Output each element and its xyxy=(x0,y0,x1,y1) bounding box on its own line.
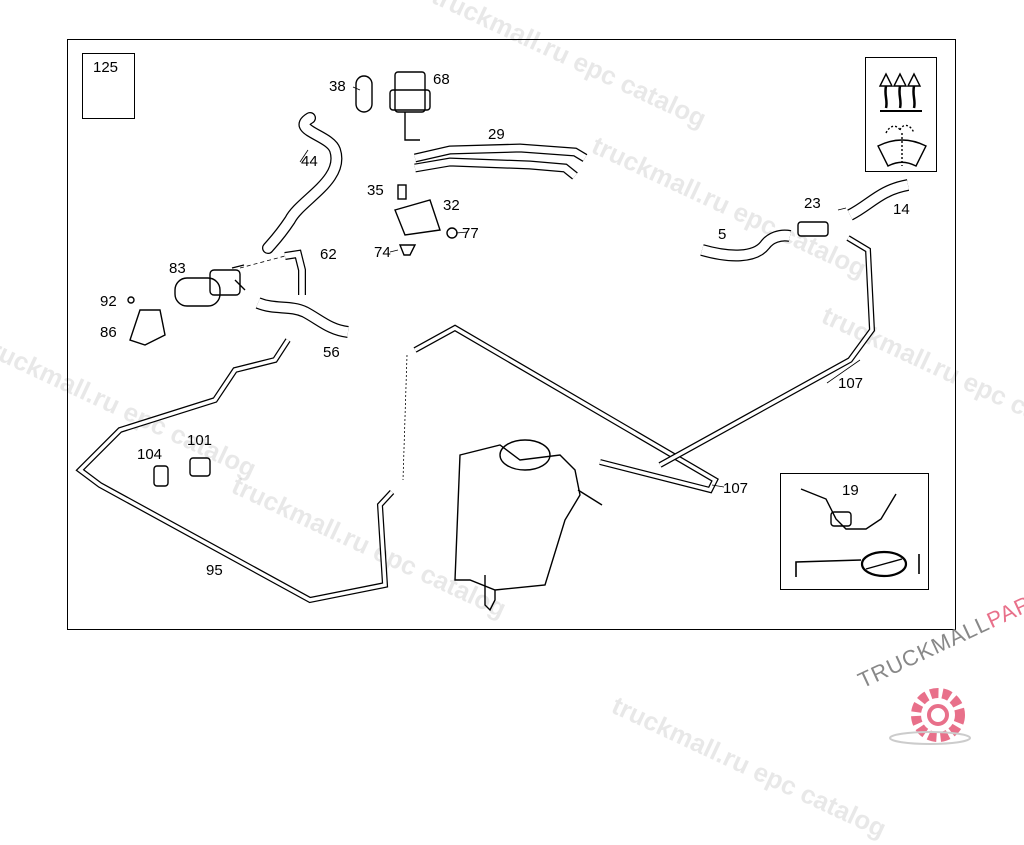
clip-104 xyxy=(153,465,169,487)
heater-defrost-icon xyxy=(878,72,922,112)
windshield-washer-icon xyxy=(877,124,927,167)
mount-86 xyxy=(129,309,166,346)
legend-box xyxy=(865,57,937,172)
part-label[interactable]: 44 xyxy=(301,153,318,170)
clamp-icon xyxy=(860,550,908,578)
part-label[interactable]: 56 xyxy=(323,344,340,361)
screw-92 xyxy=(127,296,135,304)
part-label[interactable]: 77 xyxy=(462,225,479,242)
bracket-38 xyxy=(355,75,373,113)
gear-logo-icon xyxy=(889,688,971,745)
part-label[interactable]: 19 xyxy=(842,482,859,499)
nut-77 xyxy=(446,227,458,239)
hose-107-b xyxy=(658,235,876,468)
part-label[interactable]: 104 xyxy=(137,446,163,463)
pump-83 xyxy=(174,264,246,307)
diagram-frame xyxy=(67,39,956,630)
inset-box-19 xyxy=(780,473,929,590)
part-label[interactable]: 107 xyxy=(723,480,749,497)
inset-box-125 xyxy=(82,53,135,119)
part-label[interactable]: 125 xyxy=(93,59,119,76)
washer-reservoir xyxy=(454,439,603,612)
part-label[interactable]: 23 xyxy=(804,195,821,212)
part-label[interactable]: 14 xyxy=(893,201,910,218)
connector-23 xyxy=(797,221,829,237)
part-label[interactable]: 62 xyxy=(320,246,337,263)
part-label[interactable]: 92 xyxy=(100,293,117,310)
part-label[interactable]: 32 xyxy=(443,197,460,214)
part-label[interactable]: 107 xyxy=(838,375,864,392)
part-label[interactable]: 74 xyxy=(374,244,391,261)
sensor-32 xyxy=(394,184,441,236)
part-label[interactable]: 29 xyxy=(488,126,505,143)
part-label[interactable]: 5 xyxy=(718,226,727,243)
clip-101 xyxy=(189,457,211,477)
part-label[interactable]: 35 xyxy=(367,182,384,199)
clip-74 xyxy=(398,244,417,256)
part-label[interactable]: 68 xyxy=(433,71,450,88)
parts-diagram xyxy=(75,71,910,612)
truckmallparts-logo: TRUCKMALLPARTS xyxy=(854,578,1024,750)
part-label[interactable]: 95 xyxy=(206,562,223,579)
connector-19 xyxy=(800,488,897,530)
part-label[interactable]: 83 xyxy=(169,260,186,277)
valve-68 xyxy=(389,71,431,141)
part-label[interactable]: 86 xyxy=(100,324,117,341)
part-label[interactable]: 101 xyxy=(187,432,213,449)
part-label[interactable]: 38 xyxy=(329,78,346,95)
